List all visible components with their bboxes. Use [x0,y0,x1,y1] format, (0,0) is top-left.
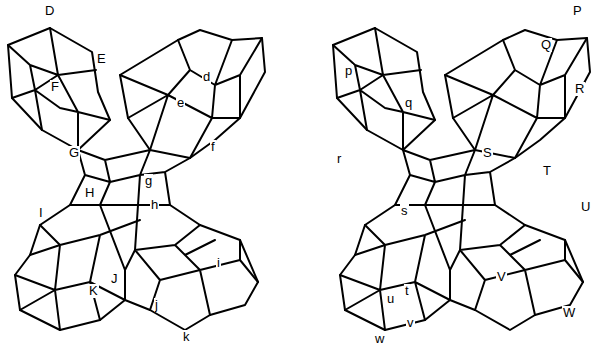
vertex-label: K [88,284,99,298]
vertex-label: u [386,292,395,306]
vertex-label: f [210,140,216,154]
vertex-label: J [110,272,119,286]
vertex-label: F [50,80,60,94]
vertex-label: G [68,146,80,160]
vertex-label: r [336,152,342,166]
vertex-label: V [496,270,507,284]
vertex-label: g [144,174,153,188]
vertex-label: q [404,96,413,110]
vertex-label: p [344,64,353,78]
vertex-label: S [482,146,493,160]
vertex-label: t [404,284,410,298]
vertex-label: j [154,298,159,312]
vertex-label: D [44,4,55,18]
vertex-label: h [150,198,159,212]
vertex-label: E [96,52,107,66]
vertex-label: I [38,206,44,220]
vertex-label: e [176,96,185,110]
vertex-label: T [542,164,552,178]
vertex-label: U [580,200,591,214]
vertex-label: d [202,70,211,84]
vertex-label: v [406,316,415,330]
right-view [333,28,590,330]
vertex-label: Q [540,38,552,52]
vertex-label: i [216,256,221,270]
vertex-label: k [182,330,191,344]
vertex-label: W [562,306,576,320]
vertex-label: R [574,82,585,96]
vertex-label: s [400,204,409,218]
vertex-label: w [374,332,385,346]
left-view [8,28,265,330]
vertex-label: P [572,4,583,18]
vertex-label: H [84,186,95,200]
